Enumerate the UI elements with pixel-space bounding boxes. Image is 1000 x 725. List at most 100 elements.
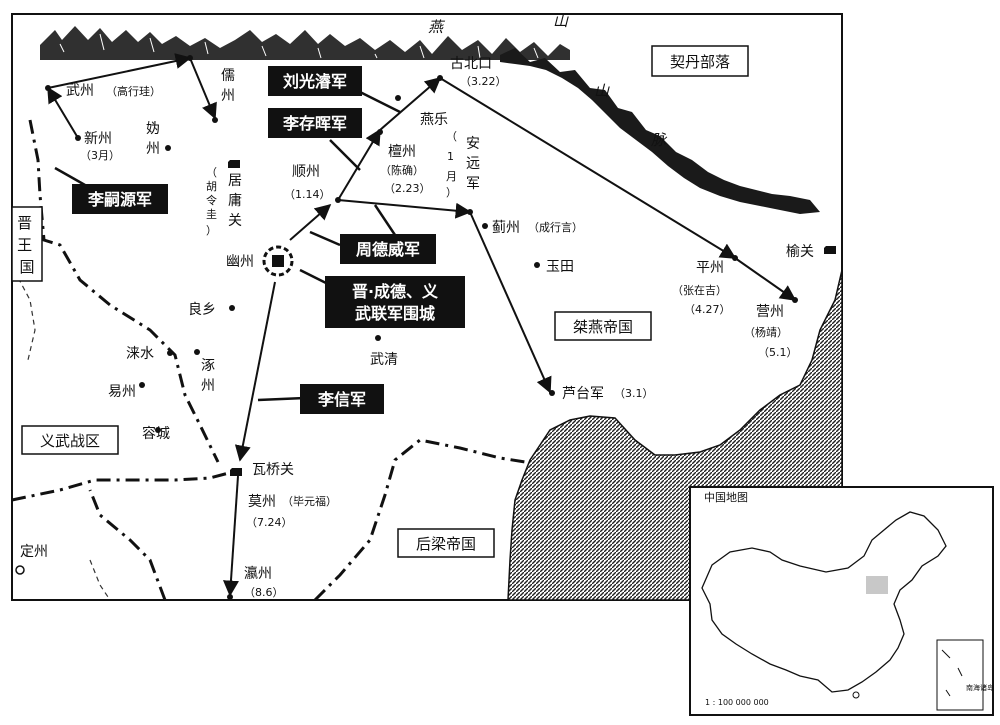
note-mozhou: （毕元福）	[282, 494, 337, 508]
date-xinzhou: （3月）	[80, 149, 120, 162]
label-yizhou: 易州	[108, 384, 136, 400]
mountain-char-2: 山	[553, 12, 569, 30]
note-wuzhou: （高行珪）	[106, 84, 161, 98]
note-juyong-c3: 令	[206, 193, 217, 207]
label-yanle: 燕乐	[420, 112, 448, 128]
label-ruzhou: 儒 州	[221, 68, 235, 104]
yuguan-pass-icon	[824, 246, 836, 254]
note-juyong: （ 胡 令 圭 ）	[206, 166, 217, 237]
date-lutai: （3.1）	[614, 387, 654, 400]
date-gubeikou: （3.22）	[460, 75, 507, 88]
border-yiwu-liang	[11, 468, 241, 502]
juyong-pass-icon	[228, 160, 240, 168]
hainan-island	[852, 691, 860, 699]
army-lixin: 李信军	[317, 390, 366, 409]
region-jinwang: 晋 王 国	[17, 214, 37, 276]
date-mozhou: （7.24）	[246, 516, 293, 529]
label-yingzhou: 营州	[756, 304, 784, 320]
region-khitan: 契丹部落	[670, 53, 730, 71]
note-juyong-c5: ）	[206, 224, 217, 237]
label-ruzhou-c2: 州	[221, 88, 235, 104]
army-siege-line1: 晋·成德、义	[352, 282, 438, 301]
place-dots	[15, 55, 798, 600]
date-anyuan: （ 1 月 ）	[446, 130, 457, 199]
date-pingzhou: （4.27）	[684, 303, 731, 316]
label-waqiao: 瓦桥关	[252, 462, 294, 478]
note-pingzhou: （张在吉）	[672, 284, 727, 297]
army-siege-line2: 武联军围城	[355, 304, 435, 323]
label-wuqing: 武清	[370, 352, 398, 368]
label-jizhou: 蓟州	[492, 220, 520, 236]
label-zhuozhou-c1: 涿	[201, 358, 215, 374]
label-anyuan-c2: 远	[466, 156, 480, 172]
mountain-snow-ticks	[59, 33, 539, 59]
border-liang-north	[88, 489, 167, 601]
label-xinzhou: 新州	[84, 131, 112, 147]
region-jieyan: 桀燕帝国	[573, 318, 633, 336]
region-jinwang-c2: 王	[17, 236, 32, 254]
note-juyong-c4: 圭	[206, 208, 217, 221]
label-juyong-c1: 居	[228, 173, 242, 189]
label-gubeikou: 古北口	[450, 56, 492, 72]
label-pingzhou: 平州	[696, 260, 724, 276]
region-jinwang-c1: 晋	[17, 214, 32, 232]
pass-icons	[228, 160, 836, 476]
date-yingzhou: （5.1）	[758, 346, 798, 359]
mountain-char-3: 山	[594, 82, 610, 100]
army-boxes	[72, 66, 465, 414]
label-juyong: 居 庸 关	[228, 173, 242, 229]
label-dingzhou: 定州	[20, 544, 48, 560]
label-zhuozhou-c2: 州	[201, 378, 215, 394]
label-wuzhou: 武州	[66, 83, 94, 99]
label-anyuan-c1: 安	[466, 136, 480, 152]
south-sea-box	[936, 639, 984, 711]
label-shunzhou: 顺州	[292, 164, 320, 180]
label-yingzhou2: 瀛州	[244, 565, 272, 582]
note-juyong-c2: 胡	[206, 179, 217, 193]
south-sea-label: 南海诸岛	[966, 683, 994, 692]
army-liu: 刘光濬军	[283, 72, 347, 91]
region-boxes	[11, 45, 749, 558]
date-anyuan-c4: ）	[446, 186, 457, 199]
army-licunhui: 李存晖军	[282, 114, 347, 133]
label-yuguan: 榆关	[786, 244, 814, 260]
date-shunzhou: （1.14）	[284, 188, 331, 201]
date-anyuan-c3: 月	[446, 170, 457, 183]
label-lutai: 芦台军	[562, 386, 604, 402]
label-juyong-c2: 庸	[228, 192, 242, 209]
region-houliang: 后梁帝国	[416, 535, 476, 553]
label-tanzhou: 檀州	[388, 143, 416, 160]
date-anyuan-c2: 1	[447, 150, 454, 163]
inset-title: 中国地图	[704, 491, 748, 504]
inset-scale: 1 : 100 000 000	[705, 698, 769, 707]
label-youzhou: 幽州	[226, 254, 254, 270]
label-ruzhou-c1: 儒	[221, 68, 235, 84]
border-liang-east	[313, 438, 526, 602]
mountain-char-4: 脉	[651, 131, 668, 149]
label-guizhou: 妫 州	[146, 121, 160, 157]
label-anyuan: 安 远 军	[466, 136, 480, 192]
date-tanzhou: （2.23）	[384, 182, 431, 195]
date-anyuan-c1: （	[446, 130, 457, 143]
border-dashed-west	[13, 269, 36, 361]
inset-map: 中国地图 南海诸岛 1 : 100 000 000	[689, 486, 994, 716]
youzhou-siege-marker	[262, 245, 294, 277]
label-juyong-c3: 关	[228, 213, 242, 229]
region-yiwu: 义武战区	[40, 432, 100, 450]
region-jinwang-c3: 国	[19, 258, 34, 276]
label-guizhou-c1: 妫	[146, 121, 160, 137]
border-jin-west	[28, 119, 220, 463]
date-yingzhou2: （8.6）	[244, 586, 284, 599]
label-anyuan-c3: 军	[466, 176, 480, 192]
label-laishui: 涞水	[126, 346, 154, 362]
army-leader-lines	[54, 90, 401, 402]
label-zhuozhou: 涿 州	[201, 358, 215, 394]
label-rongcheng: 容城	[142, 425, 170, 442]
label-yutian: 玉田	[546, 259, 574, 275]
label-guizhou-c2: 州	[146, 141, 160, 157]
waqiao-pass-icon	[230, 468, 242, 476]
south-sea-islands	[941, 649, 963, 697]
label-mozhou: 莫州	[248, 494, 276, 510]
label-liangxiang: 良乡	[188, 302, 216, 318]
